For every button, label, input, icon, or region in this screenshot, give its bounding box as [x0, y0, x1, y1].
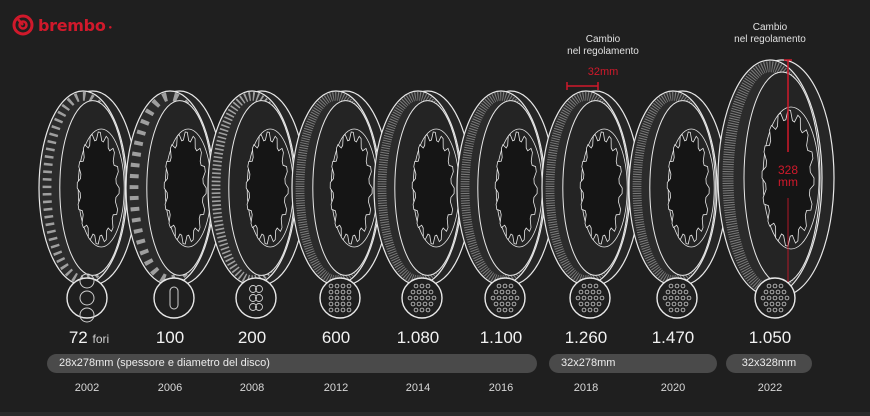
hole-count-2014: 1.080 [396, 328, 440, 347]
diameter-value: 328 [777, 163, 799, 177]
thickness-label: 32mm [587, 66, 619, 78]
hole-count-2008: 200 [237, 328, 267, 347]
year-2006: 2006 [157, 382, 183, 394]
disc-2008 [207, 90, 307, 319]
note-line1: Cambio [585, 34, 621, 45]
hole-count-2020: 1.470 [651, 328, 695, 347]
disc-2012 [291, 90, 391, 319]
brembo-disc-icon [12, 14, 34, 36]
year-2008: 2008 [239, 382, 265, 394]
diameter-label: 328 mm [770, 164, 806, 188]
disc-2014 [373, 90, 473, 319]
hole-count-2006: 100 [155, 328, 185, 347]
year-2016: 2016 [488, 382, 514, 394]
brembo-logo: brembo ● [12, 14, 112, 36]
year-2014: 2014 [405, 382, 431, 394]
hole-count-2002: 72 fori [68, 328, 110, 347]
brand-dot: ● [108, 25, 113, 31]
diameter-unit: mm [778, 175, 798, 189]
hole-count-2012: 600 [321, 328, 351, 347]
note-line1: Cambio [752, 22, 788, 33]
rule-change-note-2022: Cambio nel regolamento [715, 22, 825, 46]
year-2020: 2020 [660, 382, 686, 394]
spec-pill-28x278: 28x278mm (spessore e diametro del disco) [47, 354, 537, 373]
note-line2: nel regolamento [734, 34, 806, 45]
disc-2018 [541, 90, 641, 319]
year-2022: 2022 [757, 382, 783, 394]
note-line2: nel regolamento [567, 46, 639, 57]
spec-pill-32x278: 32x278mm [549, 354, 717, 373]
bottom-border [0, 412, 870, 416]
disc-2006 [125, 90, 225, 319]
hole-count-2018: 1.260 [564, 328, 608, 347]
hole-count-2016: 1.100 [479, 328, 523, 347]
disc-2002 [38, 90, 138, 323]
spec-pill-32x328: 32x328mm [726, 354, 812, 373]
disc-2022 [717, 59, 835, 319]
rule-change-note-2018: Cambio nel regolamento 32mm [548, 34, 658, 78]
hole-count-2022: 1.050 [748, 328, 792, 347]
disc-2020 [628, 90, 728, 319]
year-2002: 2002 [74, 382, 100, 394]
year-2018: 2018 [573, 382, 599, 394]
year-2012: 2012 [323, 382, 349, 394]
brand-name: brembo [38, 15, 106, 35]
disc-2016 [456, 90, 556, 319]
